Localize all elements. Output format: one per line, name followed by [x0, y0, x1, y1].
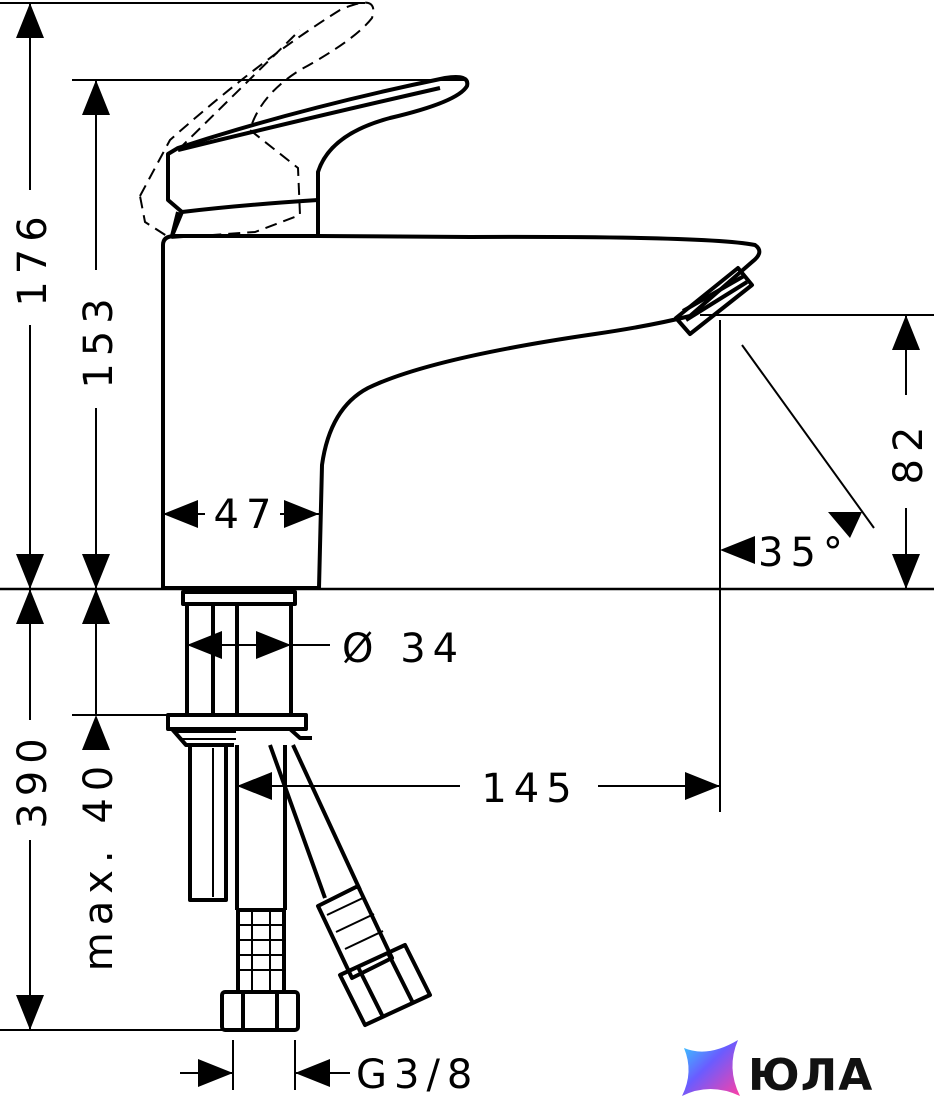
label-176: 176 [10, 209, 56, 306]
arrow-35-right [828, 512, 862, 538]
arrow-390-top [16, 589, 44, 624]
arrow-35-left [720, 536, 755, 564]
arrow-thread-left [198, 1059, 233, 1087]
arrow-40-bottom [82, 715, 110, 750]
arrow-145-left [237, 772, 272, 800]
arrow-thread-right [295, 1059, 330, 1087]
logo-wordmark: ЮЛА [748, 1050, 873, 1100]
label-34: Ø 34 [342, 626, 465, 672]
arrow-153-top [82, 80, 110, 115]
arrow-82-top [892, 315, 920, 350]
arrow-47-left [163, 500, 198, 528]
angle-line-35 [741, 344, 875, 529]
logo-icon [682, 1040, 740, 1096]
arrow-82-bottom [892, 554, 920, 589]
label-82: 82 [886, 420, 932, 485]
arrow-47-right [284, 500, 319, 528]
arrow-40-top [82, 589, 110, 624]
aerator [674, 266, 754, 336]
arrow-390-bottom [16, 995, 44, 1030]
label-thread: G3/8 [356, 1052, 479, 1098]
label-145: 145 [481, 766, 578, 812]
arrow-34-left [187, 631, 222, 659]
arrowheads [16, 3, 920, 1087]
arrow-176-bottom [16, 554, 44, 589]
brand-logo: ЮЛА [682, 1040, 873, 1100]
lever-handle [166, 75, 470, 238]
arrow-176-top [16, 3, 44, 38]
arrow-34-right [256, 631, 291, 659]
label-max-40: max. 40 [76, 759, 122, 971]
label-153: 153 [76, 291, 122, 388]
label-47: 47 [214, 492, 279, 538]
arrow-145-right [685, 772, 720, 800]
arrow-153-bottom [82, 554, 110, 589]
label-35-degrees: 35° [758, 530, 850, 576]
lever-open-position [138, 1, 375, 240]
label-390: 390 [10, 731, 56, 828]
